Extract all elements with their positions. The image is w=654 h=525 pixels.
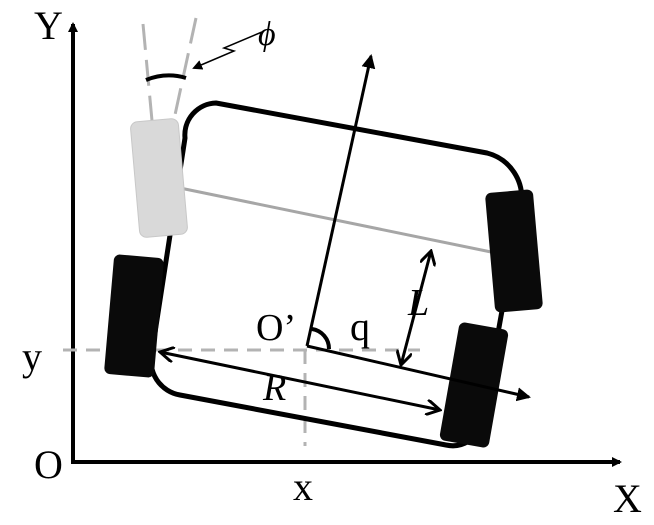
y-coordinate-label: y: [22, 334, 42, 379]
front-right-wheel: [485, 189, 543, 313]
robot-heading-axis: [305, 54, 376, 347]
steer-direction-line: [158, 17, 198, 185]
x-axis-label: X: [613, 476, 642, 521]
front-axle-line: [179, 186, 497, 255]
x-coordinate-label: x: [293, 464, 313, 509]
steer-angle-arc: [145, 73, 187, 82]
heading-angle-label: q: [350, 304, 370, 349]
track-width-label: R: [262, 367, 286, 409]
origin-label: O: [34, 442, 63, 487]
heading-angle-arc: [311, 327, 332, 350]
steer-angle-label: ϕ: [258, 16, 276, 53]
track-width-dimension: [160, 352, 440, 410]
rear-left-wheel: [104, 254, 164, 378]
robot-body-outline: [148, 100, 525, 449]
steer-angle-pointer: [192, 31, 263, 70]
steer-reference-line: [141, 23, 160, 186]
y-axis-label: Y: [34, 3, 63, 48]
steered-wheel: [130, 118, 188, 238]
body-origin-label: O’: [256, 307, 296, 349]
wheelbase-label: L: [407, 282, 429, 324]
